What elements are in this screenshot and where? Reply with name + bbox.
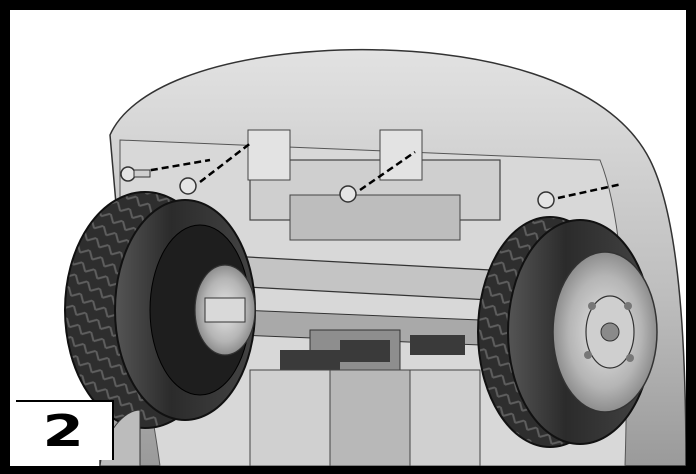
center-column — [329, 369, 411, 466]
bolt-center — [339, 150, 416, 203]
center-block — [289, 194, 461, 241]
step-number-badge: 2 — [16, 400, 114, 460]
right-wheel — [477, 216, 658, 448]
shadow-slot-left — [280, 350, 340, 370]
bolt-front-left — [120, 158, 211, 182]
bolt-left-inner — [179, 141, 253, 195]
left-wheel — [64, 191, 256, 429]
step-number: 2 — [42, 405, 86, 457]
shadow-slot-right — [410, 335, 465, 355]
left-bracket — [247, 129, 291, 181]
deck-wheel-illustration — [10, 10, 686, 466]
shadow-slot-center — [340, 340, 390, 362]
center-bracket — [379, 129, 423, 181]
bolt-right — [537, 182, 623, 209]
